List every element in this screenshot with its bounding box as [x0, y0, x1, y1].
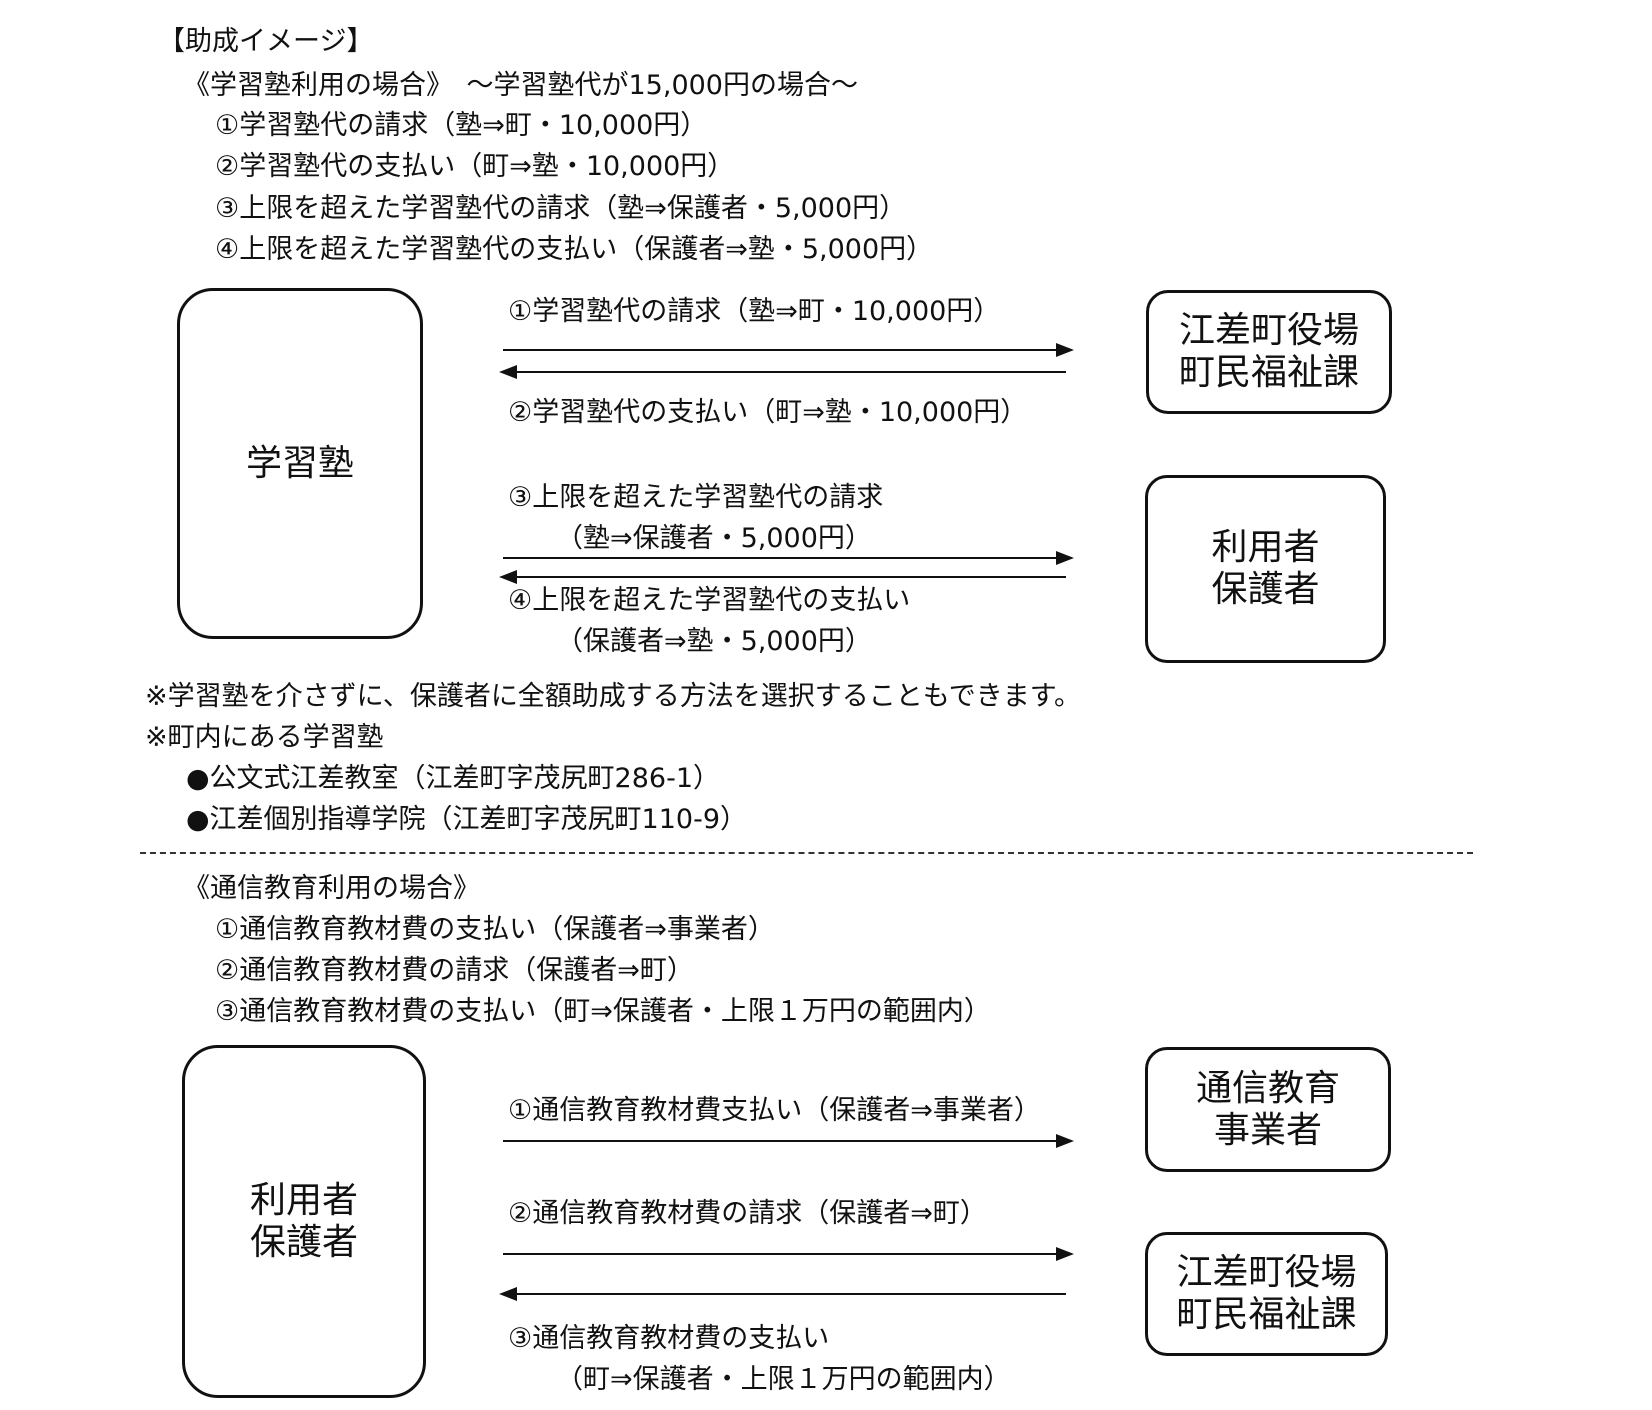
tsushin-step-1: ①通信教育教材費の支払い（保護者⇒事業者） — [215, 914, 775, 945]
juku-arrow-3-label-line2: （塾⇒保護者・5,000円） — [556, 523, 872, 554]
juku-step-2: ②学習塾代の支払い（町⇒塾・10,000円） — [215, 151, 735, 182]
juku-step-1: ①学習塾代の請求（塾⇒町・10,000円） — [215, 110, 708, 141]
arrow-juku-to-town — [503, 342, 1074, 357]
tsushin-step-2: ②通信教育教材費の請求（保護者⇒町） — [215, 955, 694, 986]
arrow-guardian-to-town — [503, 1246, 1074, 1261]
arrow-guardian-to-juku — [499, 569, 1066, 584]
guardian-box-label: 利用者 保護者 — [1211, 527, 1320, 610]
arrow-town-to-guardian — [499, 1286, 1066, 1301]
juku-step-3: ③上限を超えた学習塾代の請求（塾⇒保護者・5,000円） — [215, 193, 907, 224]
user-guardian-box-label: 利用者 保護者 — [249, 1179, 358, 1263]
tsushin-arrow-3-label-line2: （町⇒保護者・上限１万円の範囲内） — [556, 1364, 1011, 1395]
juku-arrow-4-label-line1: ④上限を超えた学習塾代の支払い — [508, 585, 911, 616]
provider-box: 通信教育 事業者 — [1145, 1047, 1391, 1172]
juku-arrow-3-label-line1: ③上限を超えた学習塾代の請求 — [508, 482, 884, 513]
school-2: ●江差個別指導学院（江差町字茂尻町110-9） — [186, 804, 748, 835]
juku-step-4: ④上限を超えた学習塾代の支払い（保護者⇒塾・5,000円） — [215, 234, 934, 265]
juku-arrow-2-label: ②学習塾代の支払い（町⇒塾・10,000円） — [508, 397, 1028, 428]
juku-section-title: 《学習塾利用の場合》 ～学習塾代が15,000円の場合～ — [183, 70, 858, 101]
juku-arrow-4-label-line2: （保護者⇒塾・5,000円） — [556, 626, 872, 657]
juku-arrow-1-label: ①学習塾代の請求（塾⇒町・10,000円） — [508, 296, 1001, 327]
town-office-box: 江差町役場 町民福祉課 — [1146, 290, 1392, 414]
note-2: ※町内にある学習塾 — [145, 722, 384, 753]
arrow-guardian-to-provider — [503, 1133, 1074, 1148]
heading: 【助成イメージ】 — [158, 26, 374, 57]
school-1: ●公文式江差教室（江差町字茂尻町286-1） — [186, 763, 721, 794]
town-office-box-2-label: 江差町役場 町民福祉課 — [1176, 1252, 1357, 1335]
user-guardian-box: 利用者 保護者 — [182, 1045, 426, 1398]
tsushin-arrow-2-label: ②通信教育教材費の請求（保護者⇒町） — [508, 1198, 987, 1229]
note-1: ※学習塾を介さずに、保護者に全額助成する方法を選択することもできます。 — [145, 681, 1082, 712]
arrow-town-to-juku — [499, 364, 1066, 379]
town-office-box-label: 江差町役場 町民福祉課 — [1178, 310, 1359, 393]
section-divider — [140, 852, 1473, 854]
tsushin-arrow-1-label: ①通信教育教材費支払い（保護者⇒事業者） — [508, 1095, 1041, 1126]
juku-box-label: 学習塾 — [245, 442, 354, 484]
tsushin-step-3: ③通信教育教材費の支払い（町⇒保護者・上限１万円の範囲内） — [215, 996, 991, 1027]
arrow-juku-to-guardian — [503, 550, 1074, 565]
town-office-box-2: 江差町役場 町民福祉課 — [1145, 1232, 1388, 1356]
juku-box: 学習塾 — [177, 288, 423, 639]
guardian-box: 利用者 保護者 — [1145, 475, 1386, 663]
provider-box-label: 通信教育 事業者 — [1195, 1067, 1340, 1151]
tsushin-arrow-3-label-line1: ③通信教育教材費の支払い — [508, 1323, 830, 1354]
tsushin-section-title: 《通信教育利用の場合》 — [183, 873, 480, 904]
